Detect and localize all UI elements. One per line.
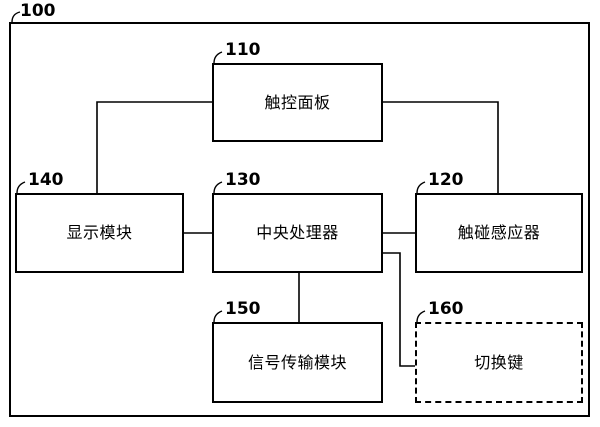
display-module-label: 显示模块 (66, 223, 133, 242)
switch-key-label: 切换键 (474, 352, 524, 372)
ref-130: 130 (225, 170, 261, 190)
ref-100: 100 (20, 1, 56, 21)
ref-140: 140 (28, 170, 64, 190)
touch-sensor-label: 触碰感应器 (457, 223, 541, 242)
ref-120: 120 (428, 170, 464, 190)
touch-sensor-block: 触碰感应器 (415, 193, 583, 273)
wire-panel-to-display (96, 101, 212, 193)
ref-160: 160 (428, 299, 464, 319)
leader-100 (11, 11, 21, 23)
leader-150 (213, 310, 223, 323)
signal-transmission-label: 信号传输模块 (247, 352, 347, 372)
leader-120 (416, 181, 426, 194)
ref-150: 150 (225, 299, 261, 319)
wire-cpu-to-switch (383, 252, 415, 367)
touch-panel-label: 触控面板 (264, 92, 331, 112)
touch-panel-block: 触控面板 (212, 63, 383, 142)
leader-140 (16, 181, 26, 194)
leader-110 (213, 51, 223, 64)
device-frame (9, 22, 590, 417)
leader-130 (213, 181, 223, 194)
cpu-block: 中央处理器 (212, 193, 383, 273)
switch-key-block: 切换键 (415, 322, 583, 403)
leader-160 (416, 310, 426, 323)
cpu-label: 中央处理器 (256, 223, 339, 242)
wire-panel-to-sensor (383, 101, 499, 193)
signal-transmission-block: 信号传输模块 (212, 322, 383, 403)
display-module-block: 显示模块 (15, 193, 184, 273)
ref-110: 110 (225, 40, 261, 60)
